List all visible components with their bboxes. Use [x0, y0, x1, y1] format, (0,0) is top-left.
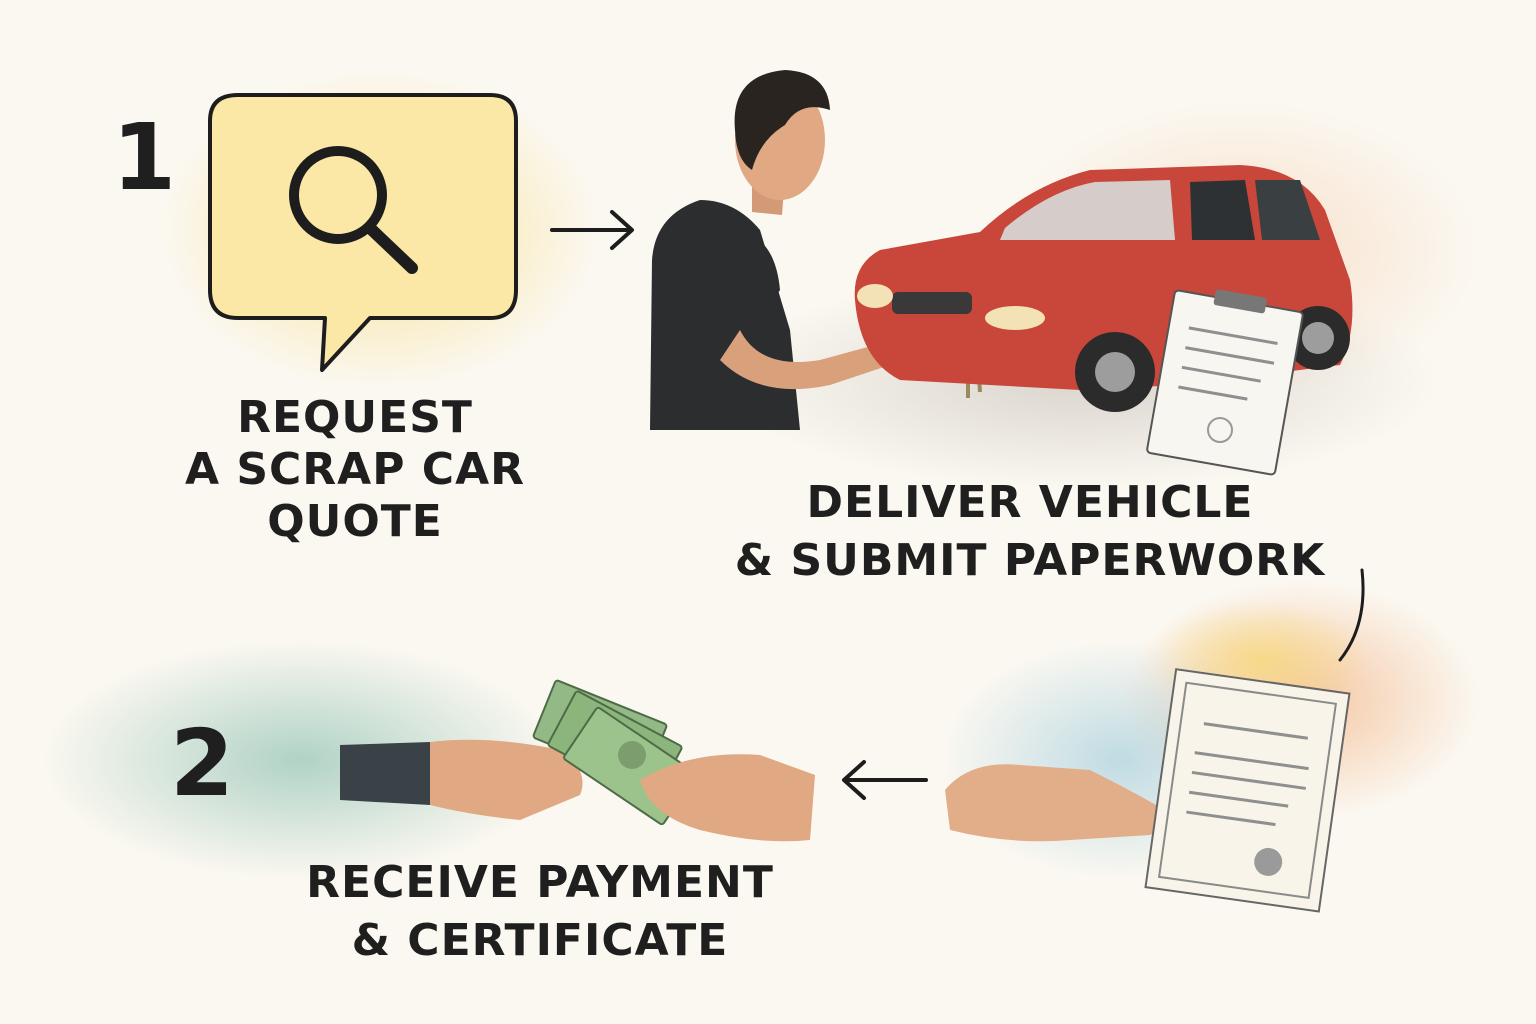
cash-handoff-illustration — [340, 679, 815, 842]
step-1-caption-line-1: REQUEST — [237, 392, 473, 443]
clipboard-document-icon — [1146, 289, 1304, 476]
step-number-1: 1 — [112, 104, 177, 211]
certificate-handoff-illustration — [945, 668, 1351, 913]
delivery-caption-line-1: DELIVER VEHICLE — [806, 477, 1254, 528]
step-2-caption-line-1: RECEIVE PAYMENT — [306, 857, 774, 908]
arrow-right — [550, 210, 634, 250]
step-number-2: 2 — [170, 710, 235, 817]
step-1-caption-line-2: A SCRAP CAR — [184, 444, 526, 495]
step-1-caption: REQUEST A SCRAP CAR QUOTE — [150, 392, 560, 548]
delivery-caption-line-2: & SUBMIT PAPERWORK — [734, 535, 1326, 586]
curved-connector — [1338, 568, 1365, 662]
step-1-caption-line-3: QUOTE — [267, 496, 443, 547]
search-bubble — [208, 93, 518, 372]
search-icon — [289, 146, 418, 274]
teal-wash — [40, 640, 560, 880]
step-2-caption: RECEIVE PAYMENT & CERTIFICATE — [270, 854, 810, 970]
delivery-step-caption: DELIVER VEHICLE & SUBMIT PAPERWORK — [700, 474, 1360, 590]
arrow-left — [842, 760, 928, 800]
step-2-caption-line-2: & CERTIFICATE — [351, 915, 729, 966]
certificate-document — [1144, 668, 1351, 913]
